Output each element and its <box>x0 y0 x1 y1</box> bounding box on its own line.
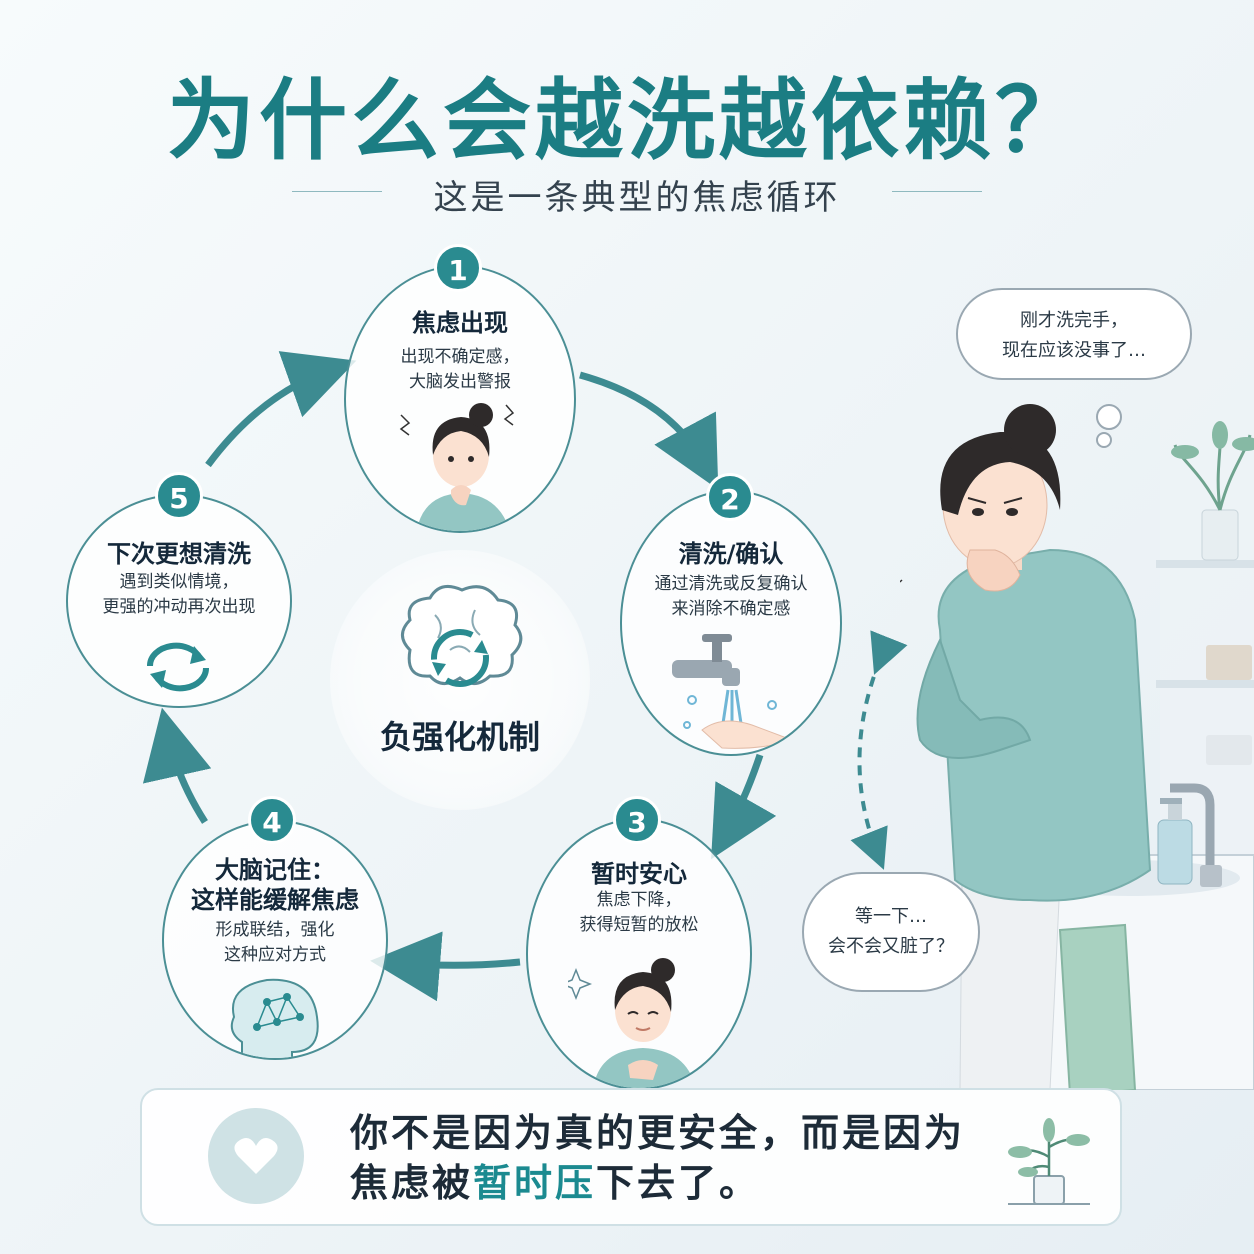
step-3-card: 暂时安心 焦虑下降， 获得短暂的放松 <box>526 818 752 1090</box>
head-network-icon <box>230 978 319 1058</box>
step-4-title-1: 大脑记住： <box>215 856 335 884</box>
subtitle-row: 这是一条典型的焦虑循环 <box>292 170 982 218</box>
bottom-message-box: 你不是因为真的更安全，而是因为 焦虑被暂时压下去了。 <box>140 1088 1122 1226</box>
thought-bubble-top-line-1: 刚才洗完手， <box>1020 310 1128 331</box>
bottom-highlight: 暂时压 <box>473 1161 597 1205</box>
arrow-5-to-1 <box>205 351 357 468</box>
step-2-desc-2: 来消除不确定感 <box>671 599 791 619</box>
dashed-double-arrow <box>850 630 908 870</box>
thought-bubble-bottom-line-2: 会不会又脏了？ <box>828 936 954 957</box>
step-2-badge: 2 <box>706 473 754 521</box>
heart-icon-container <box>208 1108 304 1204</box>
heart-icon <box>234 1138 278 1174</box>
step-1-desc-1: 出现不确定感， <box>400 347 520 367</box>
bottom-message-line-2: 焦虑被暂时压下去了。 <box>350 1158 965 1208</box>
page-subtitle: 这是一条典型的焦虑循环 <box>433 178 841 218</box>
bottom-message: 你不是因为真的更安全，而是因为 焦虑被暂时压下去了。 <box>350 1108 965 1208</box>
anxious-woman-illustration <box>900 404 1152 1090</box>
plant-icon <box>1008 1118 1090 1205</box>
subtitle-line-left <box>292 191 382 192</box>
bottom-text-c: 下去了。 <box>596 1161 761 1205</box>
arrow-4-to-5 <box>142 707 212 824</box>
step-4-desc-2: 这种应对方式 <box>224 945 326 965</box>
thought-dot <box>1096 432 1112 448</box>
thought-bubble-bottom-line-1: 等一下… <box>855 906 927 927</box>
step-4-desc-1: 形成联结，强化 <box>215 920 335 940</box>
bottom-text-a: 焦虑被 <box>350 1161 474 1205</box>
arrow-2-to-3 <box>711 753 777 860</box>
step-3-title: 暂时安心 <box>591 860 687 888</box>
step-5-card: 下次更想清洗 遇到类似情境， 更强的冲动再次出现 <box>66 494 292 708</box>
step-5-badge: 5 <box>155 472 203 520</box>
step-4-title-2: 这样能缓解焦虑 <box>191 886 359 914</box>
thought-bubble-bottom: 等一下… 会不会又脏了？ <box>802 872 980 992</box>
step-3-desc-2: 获得短暂的放松 <box>579 915 699 935</box>
step-2-card: 清洗/确认 通过清洗或反复确认 来消除不确定感 <box>620 490 842 756</box>
arrow-3-to-4 <box>370 931 521 1002</box>
thought-bubble-top: 刚才洗完手， 现在应该没事了… <box>956 288 1192 380</box>
step-1-desc-2: 大脑发出警报 <box>409 372 511 392</box>
page-title: 为什么会越洗越依赖？ <box>166 69 1087 172</box>
arrow-1-to-2 <box>579 371 719 490</box>
step-3-desc-1: 焦虑下降， <box>596 890 682 910</box>
relieved-girl-icon <box>568 958 696 1088</box>
faucet-icon <box>672 634 794 749</box>
step-4-badge: 4 <box>248 796 296 844</box>
step-2-desc-1: 通过清洗或反复确认 <box>654 574 808 594</box>
step-5-desc-1: 遇到类似情境， <box>119 572 239 592</box>
step-3-badge: 3 <box>613 796 661 844</box>
step-1-badge: 1 <box>434 244 482 292</box>
step-1-title: 焦虑出现 <box>412 309 508 337</box>
center-label: 负强化机制 <box>379 718 540 756</box>
refresh-cycle-icon <box>146 642 210 692</box>
step-5-desc-2: 更强的冲动再次出现 <box>102 597 256 617</box>
thought-bubble-top-line-2: 现在应该没事了… <box>1002 340 1146 361</box>
subtitle-line-right <box>892 191 982 192</box>
step-1-card: 焦虑出现 出现不确定感， 大脑发出警报 <box>344 265 576 533</box>
step-5-title: 下次更想清洗 <box>107 540 251 568</box>
thought-dot <box>1096 404 1122 430</box>
step-4-card: 大脑记住： 这样能缓解焦虑 形成联结，强化 这种应对方式 <box>162 820 388 1060</box>
bottom-message-line-1: 你不是因为真的更安全，而是因为 <box>350 1111 966 1155</box>
step-2-title: 清洗/确认 <box>678 540 784 568</box>
bathroom-background <box>1008 340 1254 1090</box>
anxious-girl-icon <box>399 403 515 531</box>
brain-cycle-icon <box>401 584 523 687</box>
